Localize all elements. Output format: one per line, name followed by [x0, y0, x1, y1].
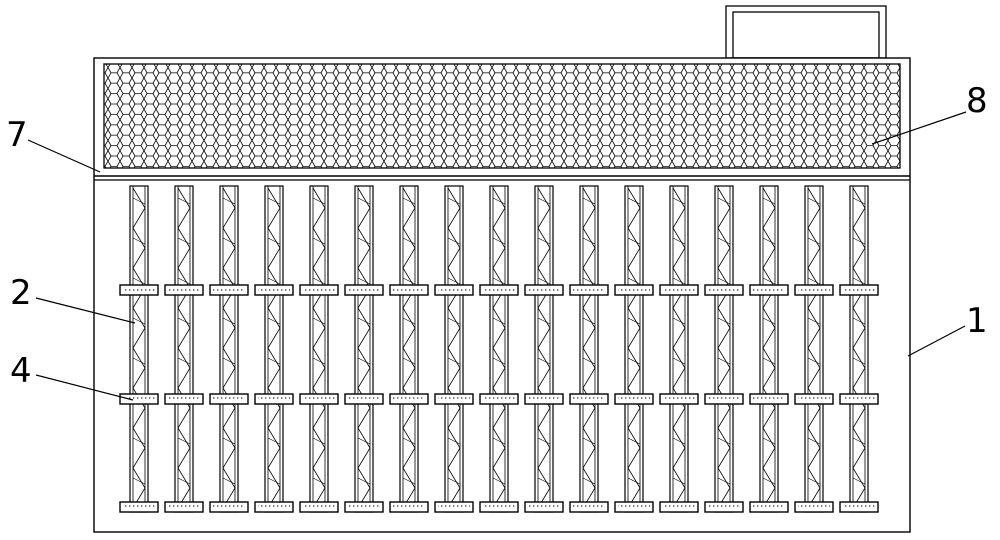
clamp-bar [614, 393, 654, 405]
clamp-bar [164, 284, 204, 296]
clamp-bar [704, 393, 744, 405]
clamp-bar [659, 284, 699, 296]
clamp-bar [344, 501, 384, 513]
clamp-bar [254, 393, 294, 405]
clamp-bar [344, 393, 384, 405]
clamp-bar [794, 393, 834, 405]
clamp-bar [389, 284, 429, 296]
callout-1: 1 [966, 301, 988, 341]
callout-4: 4 [10, 351, 32, 391]
handle [725, 5, 887, 59]
truss-column [129, 185, 149, 513]
clamp-bar [209, 284, 249, 296]
leader-line-7 [27, 139, 101, 173]
callout-7: 7 [6, 115, 28, 155]
clamp-bar [569, 393, 609, 405]
clamp-bar [524, 284, 564, 296]
clamp-bar [749, 501, 789, 513]
truss-column [489, 185, 509, 513]
truss-column [444, 185, 464, 513]
leader-line-4 [35, 374, 134, 401]
clamp-bar [164, 501, 204, 513]
leader-line-1 [907, 325, 966, 357]
clamp-bar [434, 284, 474, 296]
clamp-bar [434, 393, 474, 405]
clamp-bar [299, 393, 339, 405]
truss-column [804, 185, 824, 513]
leader-line-8 [871, 111, 967, 145]
clamp-bar [479, 393, 519, 405]
clamp-bar [704, 284, 744, 296]
clamp-bar [659, 393, 699, 405]
clamp-bar [299, 501, 339, 513]
clamp-bar [569, 284, 609, 296]
truss-column [174, 185, 194, 513]
truss-column [759, 185, 779, 513]
clamp-bar [119, 284, 159, 296]
leader-lines [27, 111, 967, 401]
clamp-bar [164, 393, 204, 405]
clamp-bar [659, 501, 699, 513]
clamp-bar [749, 393, 789, 405]
clamp-bar [614, 501, 654, 513]
clamp-bar [119, 393, 159, 405]
filter-panel [94, 63, 910, 181]
clamp-bar [209, 393, 249, 405]
mesh-infill [103, 63, 901, 169]
clamp-bar [524, 501, 564, 513]
callout-2: 2 [10, 273, 32, 313]
clamp-bar [479, 501, 519, 513]
clamp-bar [344, 284, 384, 296]
truss-column [264, 185, 284, 513]
clamp-bar [254, 501, 294, 513]
truss-column [669, 185, 689, 513]
clamp-bar [704, 501, 744, 513]
leader-line-2 [35, 297, 136, 324]
truss-column [714, 185, 734, 513]
clamp-bar [839, 501, 879, 513]
clamp-bar [614, 284, 654, 296]
truss-column [354, 185, 374, 513]
truss-column [849, 185, 869, 513]
clamp-bar [389, 501, 429, 513]
clamp-bar [839, 284, 879, 296]
truss-column [579, 185, 599, 513]
callout-labels: 7 8 2 4 1 [6, 81, 988, 391]
truss-column [534, 185, 554, 513]
truss-column [624, 185, 644, 513]
clamp-bar [479, 284, 519, 296]
clamp-bar [749, 284, 789, 296]
truss-column [399, 185, 419, 513]
callout-8: 8 [966, 81, 988, 121]
clamp-bar [794, 501, 834, 513]
columns-group [119, 185, 879, 513]
clamp-bar [299, 284, 339, 296]
clamp-bar [794, 284, 834, 296]
clamp-bar [434, 501, 474, 513]
clamp-bar [569, 501, 609, 513]
clamp-bar [119, 501, 159, 513]
clamp-bar [524, 393, 564, 405]
clamp-bar [839, 393, 879, 405]
clamp-bar [254, 284, 294, 296]
clamp-bar [209, 501, 249, 513]
truss-column [219, 185, 239, 513]
clamp-bar [389, 393, 429, 405]
truss-column [309, 185, 329, 513]
